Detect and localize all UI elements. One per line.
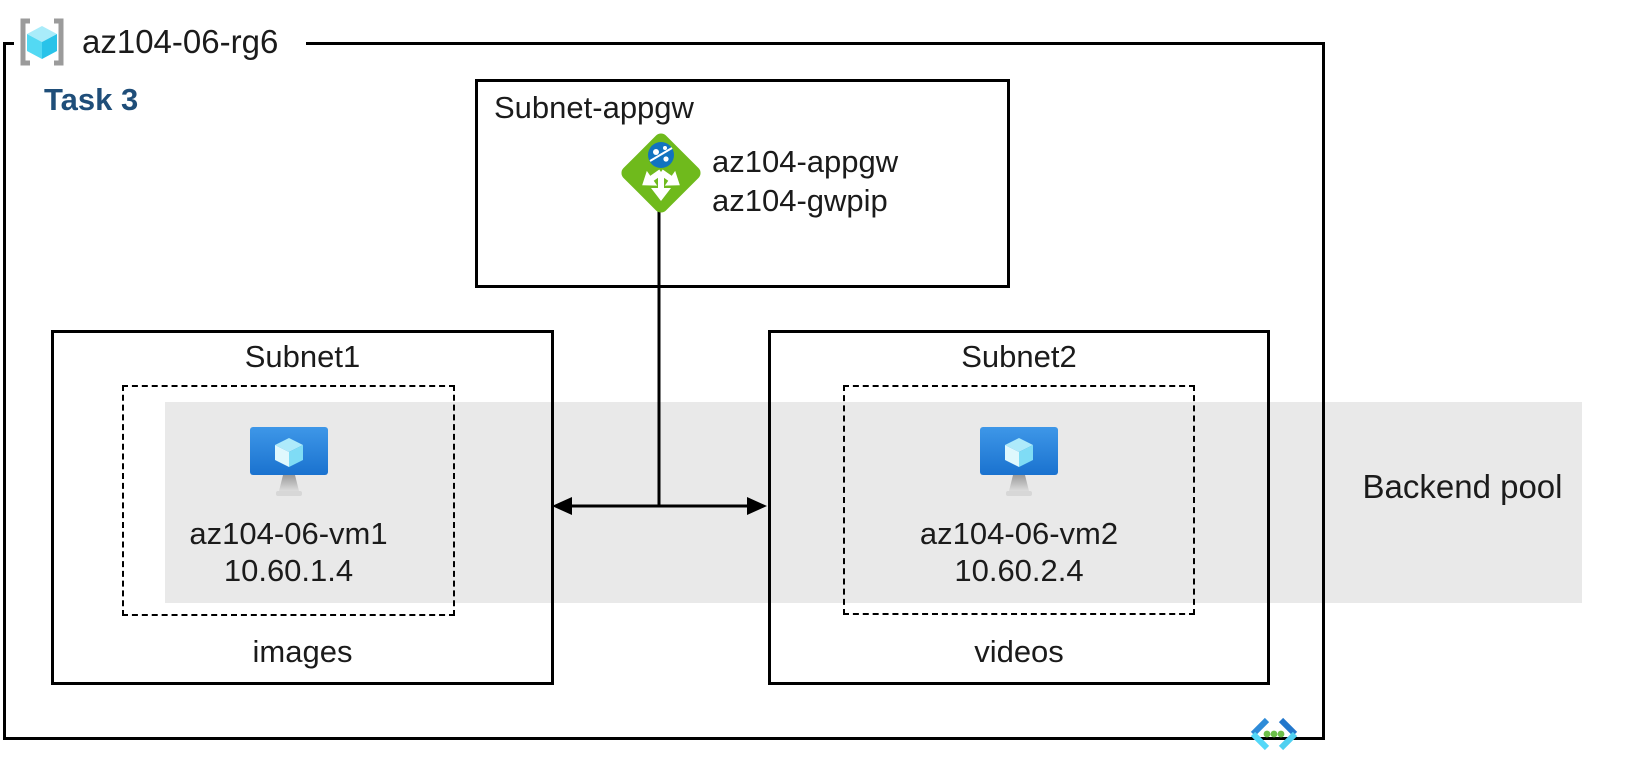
backend-pool-label: Backend pool [1362,468,1563,505]
subnet2-title: Subnet2 [961,339,1077,374]
resource-group-frame [3,42,1325,740]
gateway-name: az104-appgw [712,144,899,179]
resource-group-header: az104-06-rg6 [14,16,306,68]
subnet2-folder: videos [974,634,1064,669]
gateway-labels: az104-appgw az104-gwpip [712,142,898,220]
subnet2-backend-group: az104-06-vm2 10.60.2.4 [843,385,1195,615]
subnet-appgw-title: Subnet-appgw [494,90,694,125]
virtual-network-icon [1250,717,1298,751]
backend-pool-band [165,402,1582,603]
subnet1-folder: images [252,634,353,669]
task-label: Task 3 [44,82,139,117]
vm2-ip: 10.60.2.4 [954,553,1084,588]
application-gateway-icon [621,133,701,213]
subnet1-backend-group: az104-06-vm1 10.60.1.4 [122,385,455,616]
virtual-machine-icon [980,427,1058,496]
subnet2-box: Subnet2 videos [768,330,1270,685]
virtual-machine-icon [249,427,328,496]
resource-group-icon [20,18,64,66]
subnet-appgw-box: Subnet-appgw [475,79,1010,288]
vm1-name: az104-06-vm1 [189,516,388,551]
resource-group-name: az104-06-rg6 [82,23,279,60]
vm1-ip: 10.60.1.4 [223,553,354,588]
vm2-name: az104-06-vm2 [919,516,1119,551]
gateway-pip: az104-gwpip [712,183,888,218]
subnet1-title: Subnet1 [244,339,361,374]
